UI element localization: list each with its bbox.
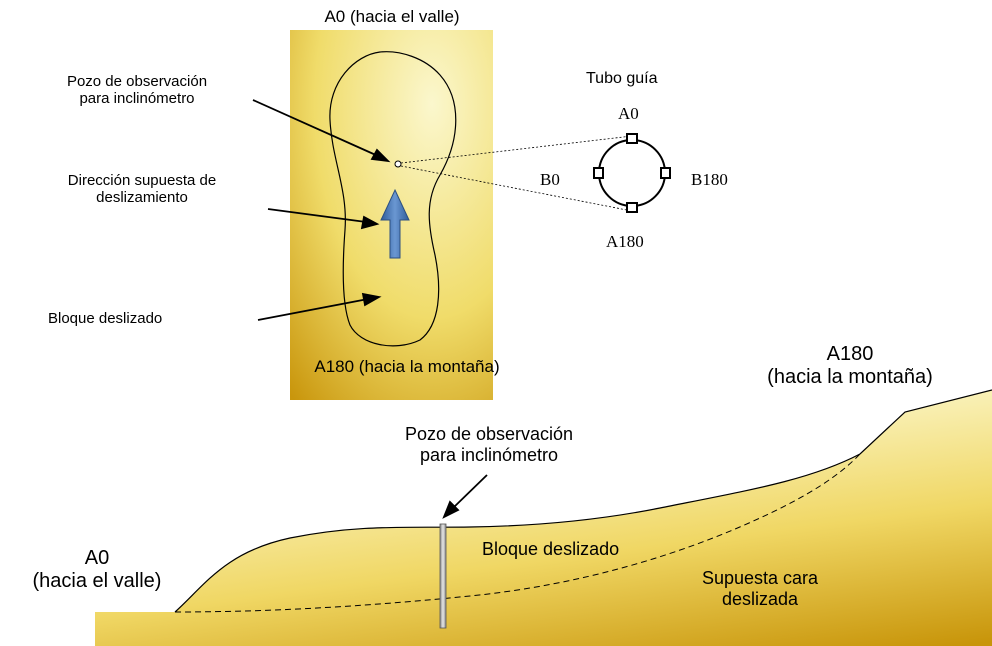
observation-well-point xyxy=(394,160,402,168)
projection-line-bottom xyxy=(400,165,633,212)
section-left-label-line2: (hacia el valle) xyxy=(32,570,162,592)
guide-tube-a180: A180 xyxy=(606,232,644,251)
slide-direction-arrow xyxy=(380,188,410,259)
plan-direction-label-line2: deslizamiento xyxy=(96,189,188,207)
guide-tube-a0: A0 xyxy=(618,104,639,123)
section-pointer-arrow xyxy=(442,474,488,519)
section-right-label-line2: (hacia la montaña) xyxy=(767,366,933,388)
plan-well-label-line1: Pozo de observación xyxy=(66,73,208,90)
section-slip-surface-label-line1: Supuesta cara xyxy=(701,568,819,588)
section-slip-surface-label: Supuesta cara deslizada xyxy=(660,568,860,609)
plan-pointer-arrows xyxy=(252,99,391,321)
section-well-label-line2: para inclinómetro xyxy=(419,444,559,465)
guide-tube-b180: B180 xyxy=(691,170,728,189)
plan-well-label: Pozo de observación para inclinómetro xyxy=(22,73,252,108)
section-left-label: A0 (hacia el valle) xyxy=(0,547,194,593)
section-left-label-line1: A0 xyxy=(84,547,110,569)
plan-direction-label-line1: Dirección supuesta de xyxy=(67,172,217,189)
cross-section-ground xyxy=(95,390,992,646)
guide-tube-icon xyxy=(593,133,671,213)
section-right-label: A180 (hacia la montaña) xyxy=(730,343,970,389)
slip-surface-line xyxy=(174,453,861,613)
section-block-label: Bloque deslizado xyxy=(482,539,620,559)
inclinometer-tube xyxy=(439,523,447,629)
landslide-outline xyxy=(329,51,457,347)
ground-surface-line xyxy=(174,389,992,613)
projection-line-top xyxy=(400,135,633,164)
guide-tube-b0: B0 xyxy=(540,170,560,189)
section-slip-surface-label-line2: deslizada xyxy=(721,588,799,609)
section-well-label-line1: Pozo de observación xyxy=(404,424,574,444)
plan-bottom-label: A180 (hacia la montaña) xyxy=(314,357,500,376)
guide-tube-title: Tubo guía xyxy=(586,70,658,87)
section-right-label-line1: A180 xyxy=(826,343,874,365)
plan-direction-label: Dirección supuesta de deslizamiento xyxy=(20,172,264,207)
plan-top-label: A0 (hacia el valle) xyxy=(324,7,460,26)
section-well-label: Pozo de observación para inclinómetro xyxy=(364,424,614,465)
plan-well-label-line2: para inclinómetro xyxy=(79,90,195,108)
plan-block-label: Bloque deslizado xyxy=(48,310,163,327)
